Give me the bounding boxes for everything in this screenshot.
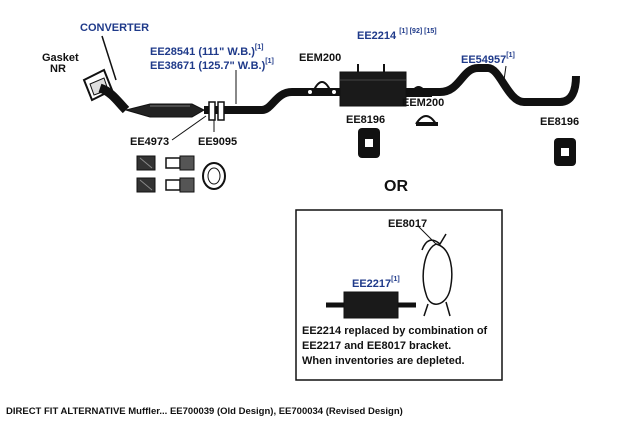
intermediate-pipe [204,88,340,114]
label-ee8196-left: EE8196 [346,114,386,126]
label-pipe-125: EE38671 (125.7" W.B.)[1] [150,58,274,72]
pipe-gasket-right [217,101,225,121]
label-muffler-part: EE2214 [1] [92] [15] [357,28,437,42]
note-line-3: When inventories are depleted. [302,355,465,367]
label-pipe-111: EE28541 (111" W.B.)[1] [150,44,264,58]
replacement-box [295,209,503,381]
label-gasket: Gasket [42,52,79,64]
note-line-1: EE2214 replaced by combination of [302,325,488,337]
muffler-ee2214 [339,64,407,107]
ee8196-isolator-left [358,128,380,158]
ee4973-hardware [136,155,195,193]
ee9095-gasket [202,162,226,190]
ee8196-isolator-right [554,138,576,166]
tailpipe [406,64,580,106]
ee8196-hanger-left [415,115,438,126]
eem200-clamp-top [307,81,337,95]
note-line-2: EE2217 and EE8017 bracket. [302,340,452,352]
tailpipe-pointer [503,65,507,81]
pipe-gasket-left [208,101,216,121]
label-gasket-nr: NR [50,63,66,75]
label-ee8017: EE8017 [388,218,428,230]
label-or: OR [384,178,408,195]
label-eem200-top: EEM200 [299,52,342,64]
converter-pointer [101,35,117,81]
label-ee9095: EE9095 [198,136,238,148]
label-converter: CONVERTER [80,22,150,34]
label-tailpipe: EE54957[1] [461,52,515,66]
label-ee8196-right: EE8196 [540,116,580,128]
catalytic-converter [124,103,206,118]
label-eem200-bottom: EEM200 [402,97,445,109]
label-ee4973: EE4973 [130,136,170,148]
footer-caption: DIRECT FIT ALTERNATIVE Muffler... EE7000… [6,406,403,417]
muffler-ee2217 [326,291,416,319]
replacement-note: EE2214 replaced by combination of EE2217… [302,324,487,369]
front-pipe [98,83,130,114]
label-ee2217: EE2217[1] [352,276,400,290]
ee8017-bracket [417,225,453,317]
ee4973-pointer [171,115,207,141]
